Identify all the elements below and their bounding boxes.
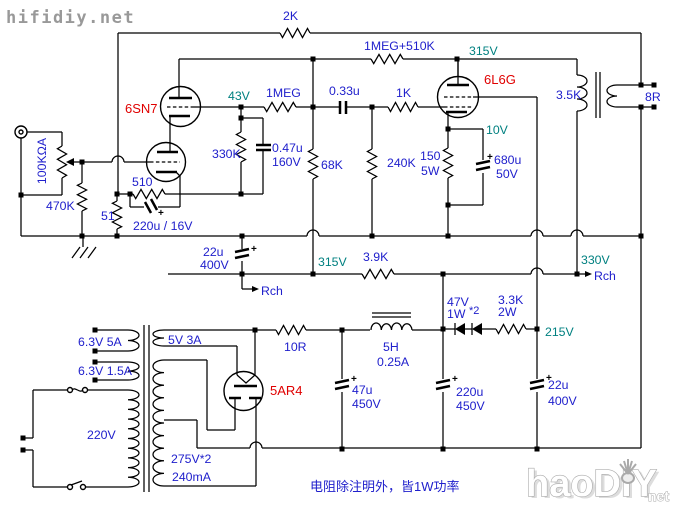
- watermark-top: hifidiy.net: [6, 8, 135, 28]
- capacitors: [143, 101, 545, 391]
- label-w-heater2: 6.3V 1.5A: [78, 364, 133, 378]
- label-r-screen-w: 2W: [498, 305, 517, 319]
- plus-mark: +: [158, 208, 164, 219]
- rch-arrow-315-icon: [252, 286, 259, 292]
- label-r-decouple: 3.9K: [363, 250, 389, 264]
- label-w-heater1: 6.3V 5A: [78, 335, 123, 349]
- label-c-cathode: 220u / 16V: [133, 219, 193, 233]
- plus-mark: +: [452, 374, 458, 385]
- tube-6sn7-upper-icon: [159, 85, 202, 128]
- label-c-filter-driver-v: 400V: [200, 258, 230, 272]
- label-r-fb-shunt: 51: [101, 209, 115, 223]
- label-c-cathode-6l6: 680u: [494, 153, 522, 167]
- label-c-filter3-v: 400V: [548, 394, 578, 408]
- label-opt-primary: 3.5K: [556, 88, 582, 102]
- label-choke-a: 0.25A: [377, 355, 410, 369]
- node-dots: [18, 56, 657, 453]
- label-c-filter2: 220u: [456, 385, 484, 399]
- label-choke: 5H: [383, 340, 399, 354]
- label-r-input: 470K: [46, 199, 76, 213]
- label-r-cathode-6l6: 150: [420, 149, 441, 163]
- labels: hifidiy.net 2K 1MEG+510K 315V 6L6G 6SN7 …: [6, 8, 661, 494]
- label-w-rect-heater: 5V 3A: [168, 333, 202, 347]
- note-text: 电阻除注明外，皆1W功率: [310, 479, 460, 494]
- label-tube-6sn7: 6SN7: [125, 101, 158, 116]
- fuse-icon: [66, 386, 89, 394]
- zener-diode-icons: [454, 323, 482, 335]
- plus-mark: +: [487, 152, 493, 163]
- label-tube-6l6g: 6L6G: [484, 72, 516, 87]
- label-zener-w: 1W: [447, 307, 466, 321]
- plus-mark: +: [546, 373, 552, 384]
- label-r-cathode: 510: [132, 175, 153, 189]
- label-r-bias: 330K: [212, 147, 242, 161]
- power-transformer-icon: [127, 325, 165, 492]
- label-r-screen: 3.3K: [498, 293, 524, 307]
- label-c-cathode-6l6-v: 50V: [496, 167, 519, 181]
- label-c-filter3: 22u: [548, 378, 569, 392]
- label-c-bias: 0.47u: [272, 141, 303, 155]
- ground-icon: [71, 236, 97, 259]
- watermark-bottom: haoDIY haoDIY net: [525, 459, 670, 505]
- label-r-grid-stop: 1K: [396, 86, 412, 100]
- label-tube-5ar4: 5AR4: [270, 383, 303, 398]
- label-w-ht: 275V*2: [171, 452, 212, 466]
- label-voltage-315-top: 315V: [469, 44, 499, 58]
- label-r-rect: 10R: [284, 340, 307, 354]
- label-w-ht-ma: 240mA: [172, 470, 212, 484]
- choke-icon: [370, 312, 413, 331]
- label-voltage-43: 43V: [228, 89, 251, 103]
- label-r-plate-load: 68K: [321, 158, 344, 172]
- label-rch-315: Rch: [261, 284, 283, 298]
- label-c-interstage: 0.33u: [329, 84, 360, 98]
- label-c-bias-v: 160V: [272, 155, 302, 169]
- tube-6l6g-icon: [436, 75, 480, 119]
- plus-mark: +: [251, 244, 257, 255]
- label-r-plate-feedback: 1MEG+510K: [364, 39, 436, 53]
- label-pot-volume: 100KΩA: [35, 137, 49, 184]
- power-switch-icon: [66, 480, 87, 491]
- plus-mark: +: [351, 374, 357, 385]
- hand-icon: [619, 459, 637, 484]
- resistors: [56, 27, 527, 336]
- label-c-filter1-v: 450V: [352, 397, 382, 411]
- watermark-bottom-suffix: net: [648, 488, 669, 504]
- label-c-filter-driver: 22u: [203, 245, 224, 259]
- label-voltage-315-rail: 315V: [318, 255, 348, 269]
- label-r-cathode-6l6-w: 5W: [421, 164, 440, 178]
- label-zener: 47V: [447, 295, 470, 309]
- label-zener-qty: *2: [469, 305, 479, 317]
- label-opt-secondary: 8R: [645, 90, 661, 104]
- label-w-primary: 220V: [87, 428, 117, 442]
- output-transformer-icon: [576, 72, 618, 118]
- label-r-grid-upper: 1MEG: [266, 86, 301, 100]
- label-c-filter1: 47u: [352, 383, 373, 397]
- label-r-feedback: 2K: [283, 9, 299, 23]
- label-voltage-330: 330V: [581, 253, 611, 267]
- label-voltage-215: 215V: [545, 325, 575, 339]
- watermark-bottom-main: haoDIY: [526, 463, 657, 505]
- input-jack-icon: [14, 125, 28, 139]
- label-rch-330: Rch: [594, 269, 616, 283]
- watermark-bottom-shadow: haoDIY: [529, 465, 660, 505]
- rch-arrow-330-icon: [585, 271, 592, 277]
- tube-5ar4-icon: [223, 370, 264, 412]
- label-r-grid-leak: 240K: [387, 156, 417, 170]
- wiper-arrow-icon: [66, 158, 74, 166]
- label-c-filter2-v: 450V: [456, 399, 486, 413]
- tube-6sn7-lower-icon: [145, 141, 187, 183]
- label-voltage-10: 10V: [486, 123, 509, 137]
